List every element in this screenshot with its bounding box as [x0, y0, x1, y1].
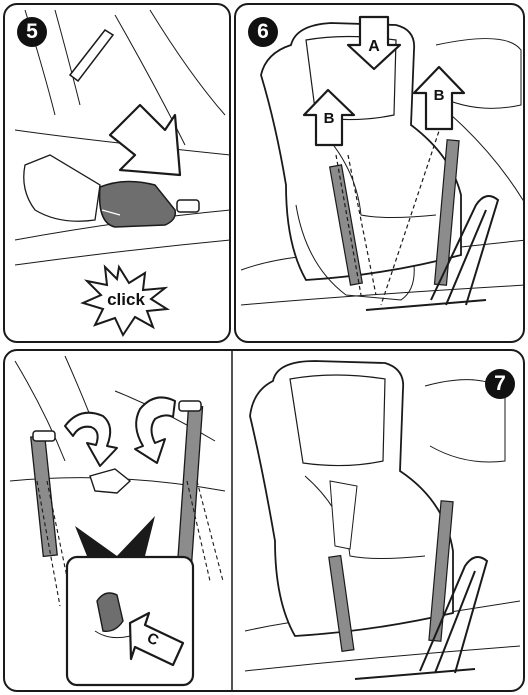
step-6-illustration: A B B — [236, 5, 525, 343]
buckle — [100, 181, 199, 227]
callout-wedge — [75, 516, 155, 556]
buckle-latch — [90, 469, 130, 493]
step-7-badge: 7 — [485, 369, 515, 399]
step-5-badge: 5 — [17, 17, 47, 47]
installed-car-seat — [250, 361, 453, 636]
arrow-b-left-label: B — [324, 110, 335, 127]
click-text: click — [107, 290, 145, 309]
seat-bar — [70, 30, 113, 81]
step-6-badge: 6 — [248, 17, 278, 47]
step-6-panel: 6 — [234, 3, 525, 343]
hand-shape — [24, 155, 100, 221]
arrow-a-label: A — [368, 38, 380, 55]
step-7-illustration: C — [5, 351, 525, 692]
rotate-arrow-left — [65, 413, 117, 466]
detail-inset — [67, 557, 193, 685]
step-5-illustration: click — [5, 5, 231, 343]
strap-left — [31, 431, 57, 556]
strap-right — [177, 401, 202, 566]
step-5-panel: 5 — [3, 3, 231, 343]
car-seat — [261, 23, 461, 300]
rotate-arrow-right — [135, 397, 175, 463]
arrow-b-right-label: B — [434, 87, 445, 104]
step-7-panel: 7 — [3, 349, 525, 692]
